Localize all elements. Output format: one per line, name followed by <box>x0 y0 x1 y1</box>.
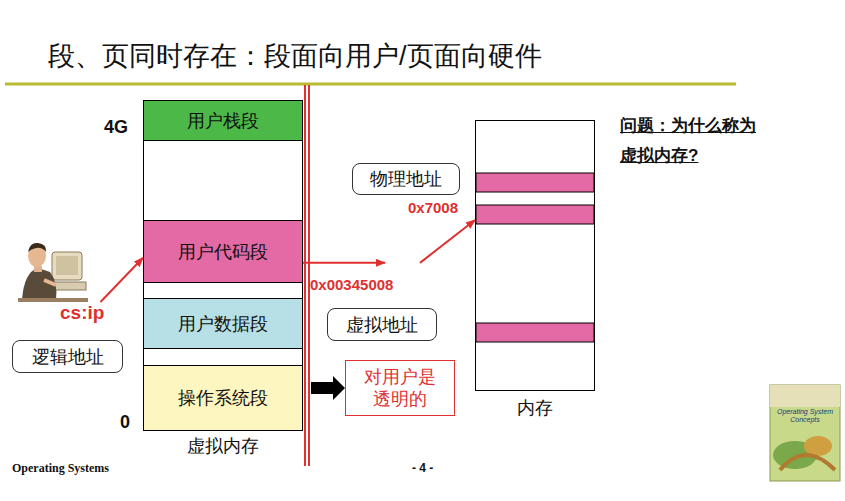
title-rule <box>5 83 736 86</box>
divider-line <box>308 85 310 466</box>
address-value: 0x7008 <box>408 199 458 216</box>
divider-line <box>304 85 306 466</box>
page-number: - 4 - <box>412 461 433 475</box>
question-note: 问题：为什么称为 虚拟内存? <box>620 111 770 171</box>
book-title: Operating System Concepts <box>776 408 834 423</box>
virtual-memory-column: 虚拟内存用户栈段用户代码段用户数据段操作系统段 <box>143 100 303 431</box>
box-label: 用户栈段 <box>187 109 259 133</box>
segment-box: 用户栈段 <box>143 100 303 141</box>
box-label: 用户数据段 <box>178 312 268 336</box>
box-label: 物理地址 <box>370 167 442 191</box>
box-label: 虚拟地址 <box>346 313 418 337</box>
address-label: 逻辑地址 <box>32 345 104 369</box>
logical-address-group: cs:ip 逻辑地址 <box>10 302 126 374</box>
segment-box: 用户数据段 <box>143 298 303 349</box>
memory-page <box>476 173 594 192</box>
memory-page <box>476 323 594 342</box>
user-icon <box>18 243 88 302</box>
physical-memory-column: 内存 <box>475 120 595 391</box>
book-cover <box>770 385 840 481</box>
note-box: 对用户是 透明的 <box>345 360 455 416</box>
slide-title: 段、页同时存在：段面向用户/页面向硬件 <box>48 38 542 74</box>
box-label: 用户代码段 <box>178 240 268 264</box>
segment-box: 操作系统段 <box>143 365 303 431</box>
arrow-line <box>100 258 143 302</box>
arrow-line <box>303 262 385 264</box>
address-box: 虚拟地址 <box>327 308 437 341</box>
arrow-connector <box>311 376 345 400</box>
note-text: 对用户是 透明的 <box>360 366 440 411</box>
register-label: cs:ip <box>60 302 104 324</box>
address-value: 0x00345008 <box>310 276 393 293</box>
block-arrow <box>311 376 345 400</box>
footer-text: Operating Systems <box>12 461 109 476</box>
address-box: 物理地址 <box>352 163 460 195</box>
segment-box: 用户代码段 <box>143 220 303 283</box>
arrow-connector <box>303 220 475 263</box>
box-label: 操作系统段 <box>178 386 268 410</box>
address-box: 逻辑地址 <box>12 340 123 373</box>
axis-label: 0 <box>120 412 130 433</box>
arrow-connector <box>100 258 143 302</box>
memory-page <box>476 205 594 224</box>
arrow-line <box>420 220 475 263</box>
column-heading: 虚拟内存 <box>124 434 322 458</box>
column-heading: 内存 <box>456 396 614 420</box>
axis-label: 4G <box>104 117 128 138</box>
